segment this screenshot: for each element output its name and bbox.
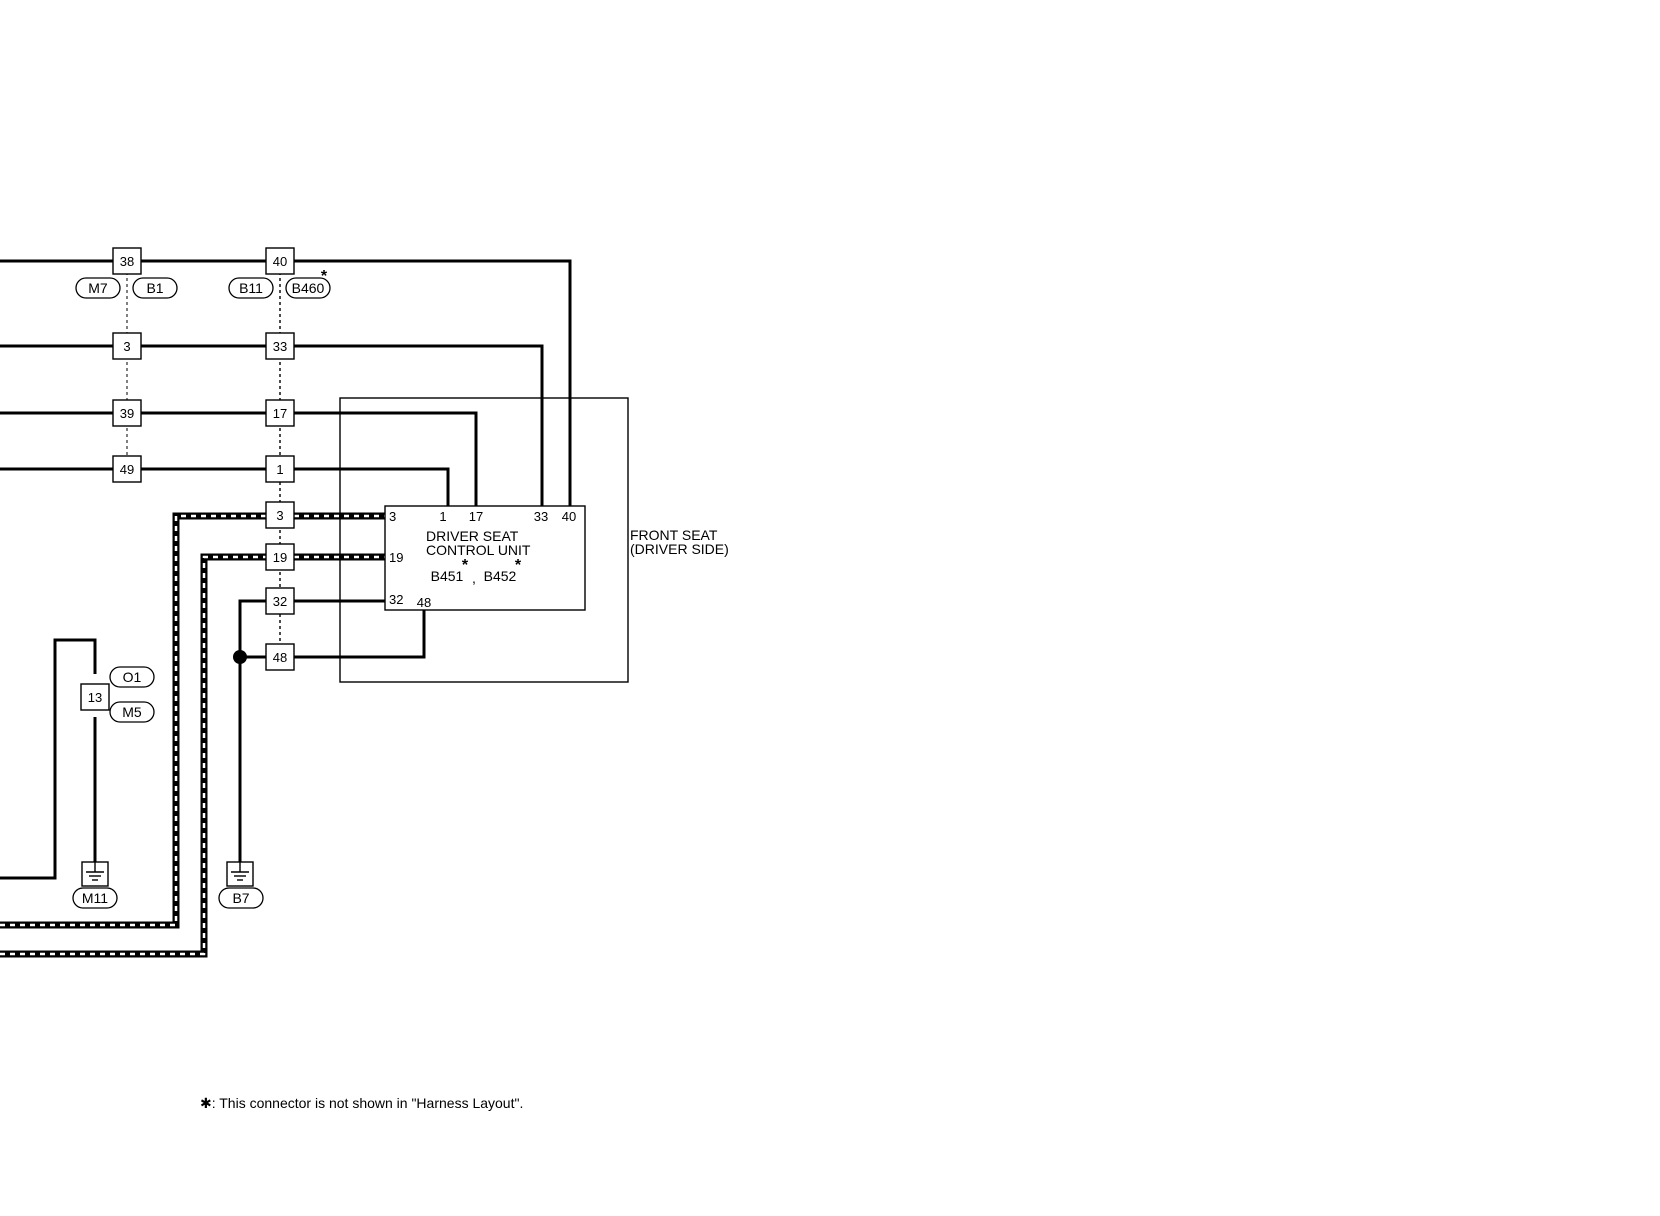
unit-pin-left: 32 [389,592,403,607]
connector-m11: M11 [82,890,108,906]
pin-box-label: 17 [273,406,287,421]
joint-connector-13 [80,683,110,711]
wire-40 [0,259,572,506]
connector-b460: B460 [292,280,325,296]
connector-b452: B452 [484,568,517,584]
connector-b11: B11 [239,280,263,296]
right-junction-pins: 40 33 17 1 3 19 32 48 [265,247,295,671]
assembly-label-line1: FRONT SEAT [630,527,718,543]
asterisk-marker: * [462,557,469,574]
connector-separator: , [472,570,476,586]
pin-box-label: 49 [120,462,134,477]
wires [0,259,572,880]
unit-title-line1: DRIVER SEAT [426,528,519,544]
connector-m5: M5 [122,704,142,720]
pin-box-label: 3 [276,508,283,523]
unit-pin-top: 17 [469,509,483,524]
asterisk-marker: * [321,268,328,285]
unit-title-line2: CONTROL UNIT [426,542,531,558]
pin-box-label: 32 [273,594,287,609]
connector-b1: B1 [146,280,163,296]
unit-pin-top: 1 [439,509,446,524]
unit-pin-left: 3 [389,509,396,524]
wire-33 [0,344,544,506]
assembly-label-line2: (DRIVER SIDE) [630,541,729,557]
shielded-wires [0,512,385,958]
unit-pin-left: 19 [389,550,403,565]
pin-box-label: 39 [120,406,134,421]
pin-box-label: 3 [123,339,130,354]
pin-box-label: 33 [273,339,287,354]
connector-b451: B451 [431,568,464,584]
connector-o1: O1 [123,669,142,685]
pin-box-label: 13 [88,690,102,705]
wire-48 [240,610,426,659]
unit-pin-top: 33 [534,509,548,524]
unit-pin-top: 40 [562,509,576,524]
pin-box-label: 1 [276,462,283,477]
pin-box-label: 48 [273,650,287,665]
connector-m7: M7 [88,280,108,296]
footnote: ✱: This connector is not shown in "Harne… [200,1095,523,1111]
driver-seat-control-unit [384,505,586,611]
left-junction-pins: 38 3 39 49 [112,247,142,483]
unit-pin-bottom: 48 [417,595,431,610]
connector-b7: B7 [232,890,249,906]
front-seat-frame [339,397,629,683]
ground-icon-m11 [81,861,109,887]
pin-box-label: 19 [273,550,287,565]
ground-icon-b7 [226,861,254,887]
asterisk-marker: * [515,557,522,574]
pin-box-label: 38 [120,254,134,269]
pin-box-label: 40 [273,254,287,269]
wire-17 [0,411,478,506]
splice-dot [233,650,247,664]
wire-13-in [0,638,97,880]
wire-ground-b7 [238,599,266,868]
wire-1 [0,467,450,506]
